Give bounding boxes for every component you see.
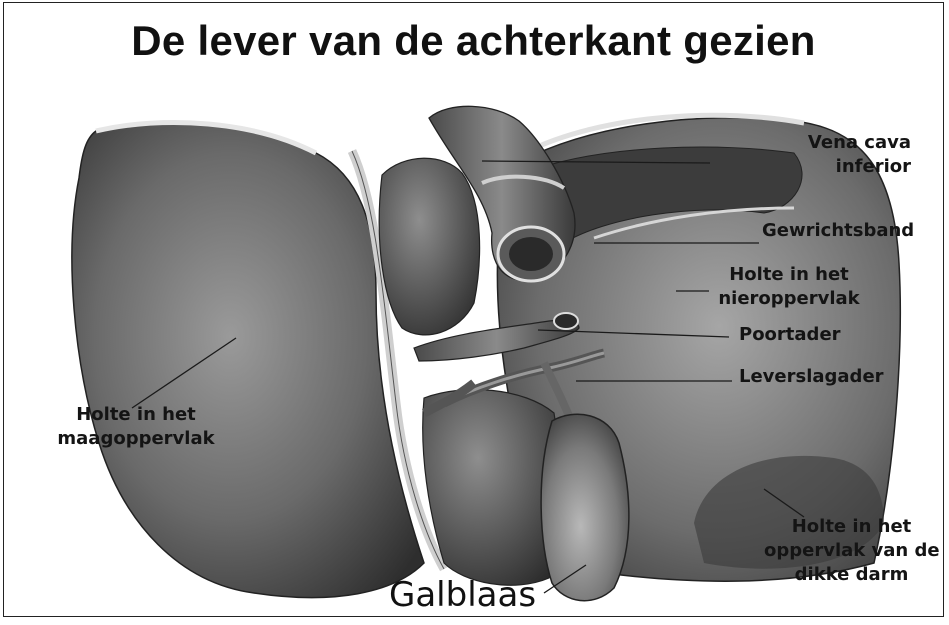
gallbladder-shape — [541, 414, 629, 600]
left-lobe — [72, 123, 424, 598]
label-holte-darm-line3: dikke darm — [764, 563, 939, 587]
label-holte-maag-line1: Holte in het — [56, 403, 216, 427]
quadrate-lobe — [423, 390, 561, 586]
label-vena-cava: Vena cava inferior — [759, 131, 911, 179]
label-gewrichtsband: Gewrichtsband — [762, 219, 914, 243]
label-holte-nier: Holte in het nieroppervlak — [710, 263, 868, 311]
label-holte-maag: Holte in het maagoppervlak — [56, 403, 216, 451]
label-galblaas: Galblaas — [389, 575, 536, 615]
label-holte-nier-line1: Holte in het — [710, 263, 868, 287]
label-holte-darm-line1: Holte in het — [764, 515, 939, 539]
caudate-lobe — [379, 158, 479, 335]
label-holte-darm: Holte in het oppervlak van de dikke darm — [764, 515, 939, 587]
label-holte-darm-line2: oppervlak van de — [764, 539, 939, 563]
label-leverslagader: Leverslagader — [739, 365, 884, 389]
label-vena-cava-line2: inferior — [759, 155, 911, 179]
label-holte-maag-line2: maagoppervlak — [56, 427, 216, 451]
label-poortader: Poortader — [739, 323, 841, 347]
label-holte-nier-line2: nieroppervlak — [710, 287, 868, 311]
figure-frame: De lever van de achterkant gezien — [3, 2, 944, 617]
label-vena-cava-line1: Vena cava — [759, 131, 911, 155]
